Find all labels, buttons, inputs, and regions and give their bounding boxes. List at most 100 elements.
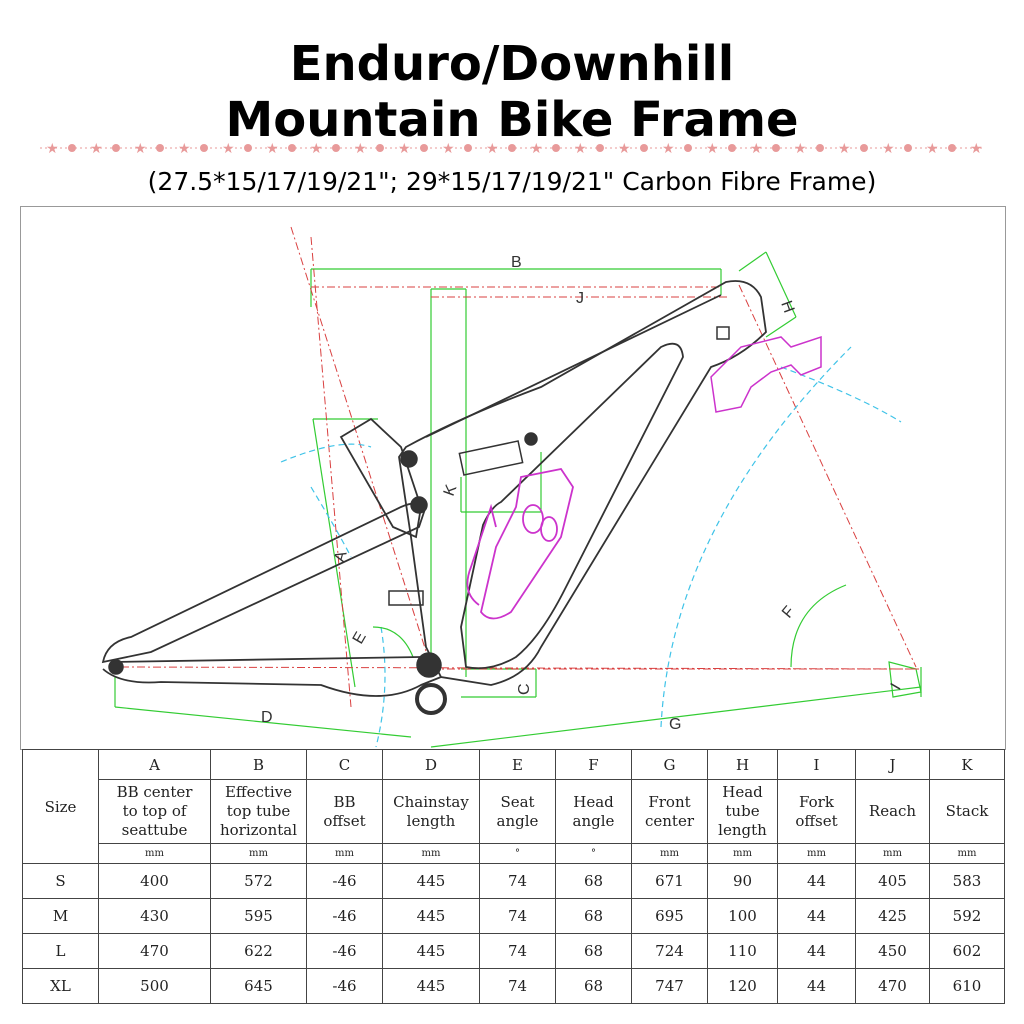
value-cell: 583 (929, 863, 1005, 899)
value-cell: 68 (555, 898, 632, 934)
column-name-line: angle (496, 811, 539, 830)
column-name-line: Seat (500, 792, 535, 811)
star-dot-divider: ★★★★★★★★★★★★★★★★★★★★★★ (40, 141, 984, 157)
label-f: F (779, 603, 798, 622)
divider-dot-icon (244, 144, 252, 152)
page-title-line-2: Mountain Bike Frame (225, 92, 799, 148)
value-cell: 671 (631, 863, 708, 899)
divider-dot-icon (772, 144, 780, 152)
divider-dot-icon (684, 144, 692, 152)
divider-dot-icon (288, 144, 296, 152)
divider-dot-icon (200, 144, 208, 152)
divider-dot-icon (816, 144, 824, 152)
value-cell: 445 (382, 968, 480, 1004)
column-letter: H (707, 749, 778, 780)
value-cell: 68 (555, 968, 632, 1004)
divider-dot-icon (948, 144, 956, 152)
divider-star-icon: ★ (574, 141, 587, 157)
size-cell: L (22, 933, 99, 969)
value-cell: 100 (707, 898, 778, 934)
divider-star-icon: ★ (46, 141, 59, 157)
column-unit: mm (777, 843, 856, 864)
value-cell: 68 (555, 933, 632, 969)
divider-dot-icon (464, 144, 472, 152)
value-cell: -46 (306, 968, 383, 1004)
value-cell: 500 (98, 968, 211, 1004)
divider-dot-icon (420, 144, 428, 152)
divider-dot-icon (904, 144, 912, 152)
column-name-line: BB (333, 792, 356, 811)
value-cell: 405 (855, 863, 930, 899)
value-cell: 724 (631, 933, 708, 969)
column-name-line: Head (722, 783, 763, 801)
divider-dot-icon (552, 144, 560, 152)
divider-star-icon: ★ (486, 141, 499, 157)
dimension-labels: B J H K A E F C D G I (261, 254, 905, 733)
wheel-arcs (280, 346, 902, 748)
divider-star-icon: ★ (706, 141, 719, 157)
divider-star-icon: ★ (266, 141, 279, 157)
divider-dot-icon (860, 144, 868, 152)
divider-star-icon: ★ (90, 141, 103, 157)
column-letter: I (777, 749, 856, 780)
column-letter: J (855, 749, 930, 780)
dimension-lines (114, 251, 922, 748)
divider-star-icon: ★ (530, 141, 543, 157)
column-name-line: Chainstay (393, 792, 469, 811)
value-cell: 622 (210, 933, 307, 969)
column-name-line: angle (572, 811, 615, 830)
frame-outline (101, 280, 767, 697)
value-cell: 470 (98, 933, 211, 969)
divider-star-icon: ★ (442, 141, 455, 157)
size-cell: XL (22, 968, 99, 1004)
value-cell: 610 (929, 968, 1005, 1004)
divider-dot-icon (376, 144, 384, 152)
value-cell: 645 (210, 968, 307, 1004)
column-letter: C (306, 749, 383, 780)
column-unit: mm (929, 843, 1005, 864)
column-unit: mm (210, 843, 307, 864)
column-name-line: offset (795, 811, 838, 830)
label-c: C (516, 683, 533, 695)
column-name-line: offset (323, 811, 366, 830)
angle-arcs (372, 584, 847, 668)
value-cell: 470 (855, 968, 930, 1004)
value-cell: 74 (479, 933, 556, 969)
value-cell: 110 (707, 933, 778, 969)
label-j: J (576, 290, 584, 307)
divider-star-icon: ★ (838, 141, 851, 157)
column-name-line: tube (725, 802, 760, 820)
column-letter: D (382, 749, 480, 780)
divider-dot-icon (68, 144, 76, 152)
size-header: Size (22, 749, 99, 864)
value-cell: 74 (479, 898, 556, 934)
column-unit: mm (855, 843, 930, 864)
divider-star-icon: ★ (926, 141, 939, 157)
column-unit: mm (382, 843, 480, 864)
value-cell: 445 (382, 898, 480, 934)
column-unit: mm (631, 843, 708, 864)
divider-star-icon: ★ (134, 141, 147, 157)
column-letter: G (631, 749, 708, 780)
value-cell: 74 (479, 863, 556, 899)
size-cell: M (22, 898, 99, 934)
value-cell: 595 (210, 898, 307, 934)
divider-dot-icon (156, 144, 164, 152)
value-cell: 592 (929, 898, 1005, 934)
column-unit: ° (555, 843, 632, 864)
column-name-line: length (718, 821, 767, 839)
frame-geometry-diagram: B J H K A E F C D G I (20, 206, 1006, 750)
divider-star-icon: ★ (178, 141, 191, 157)
divider-star-icon: ★ (970, 141, 983, 157)
column-name-line: length (406, 811, 456, 830)
